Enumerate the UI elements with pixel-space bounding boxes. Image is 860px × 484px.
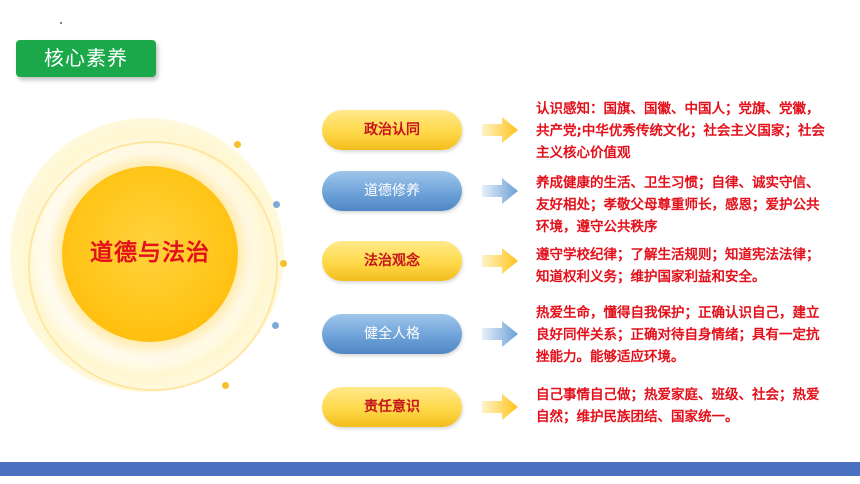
item-pill-2: 道德修养 bbox=[322, 171, 462, 211]
item-description-1: 认识感知：国旗、国徽、中国人；党旗、党徽，共产党;中华优秀传统文化；社会主义国家… bbox=[536, 101, 825, 161]
item-pill-4: 健全人格 bbox=[322, 314, 462, 354]
orbit-dot bbox=[222, 382, 229, 389]
center-title: 道德与法治 bbox=[90, 240, 210, 266]
item-pill-3: 法治观念 bbox=[322, 241, 462, 281]
orbit-dot bbox=[234, 141, 241, 148]
orbit-dot bbox=[273, 201, 280, 208]
arrow-right-icon bbox=[482, 178, 518, 204]
center-circle bbox=[62, 166, 238, 342]
orbit-dot bbox=[280, 260, 287, 267]
arrow-right-icon bbox=[482, 321, 518, 347]
item-description-3: 遵守学校纪律；了解生活规则；知道宪法法律；知道权利义务；维护国家利益和安全。 bbox=[536, 247, 820, 285]
arrow-right-icon bbox=[482, 248, 518, 274]
item-description-2: 养成健康的生活、卫生习惯；自律、诚实守信、友好相处；孝敬父母尊重师长，感恩；爱护… bbox=[536, 175, 820, 235]
section-title: 核心素养 bbox=[16, 40, 156, 77]
decor-dot bbox=[60, 22, 62, 24]
item-description-5: 自己事情自己做；热爱家庭、班级、社会；热爱自然；维护民族团结、国家统一。 bbox=[536, 387, 820, 425]
arrow-right-icon bbox=[482, 394, 518, 420]
item-description-4: 热爱生命，懂得自我保护；正确认识自己，建立良好同伴关系；正确对待自身情绪；具有一… bbox=[536, 305, 820, 365]
item-pill-1: 政治认同 bbox=[322, 110, 462, 150]
footer-bar bbox=[0, 462, 860, 476]
item-pill-5: 责任意识 bbox=[322, 387, 462, 427]
orbit-dot bbox=[272, 322, 279, 329]
center-orbit-ring bbox=[28, 141, 278, 391]
arrow-right-icon bbox=[482, 117, 518, 143]
